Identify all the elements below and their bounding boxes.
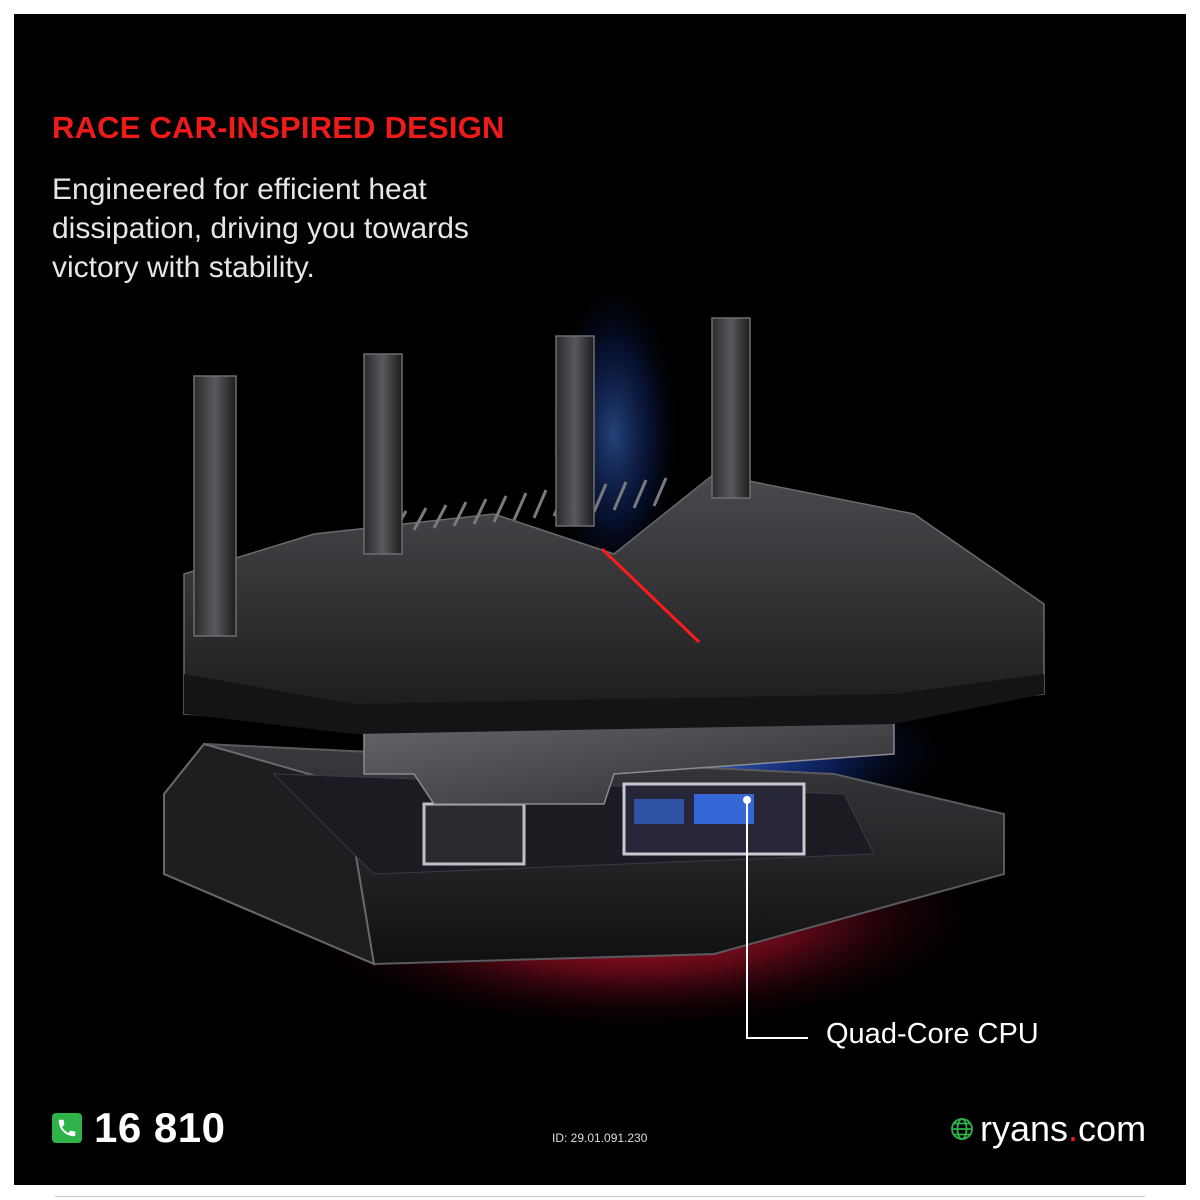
image-id: ID: 29.01.091.230 xyxy=(552,1131,648,1145)
website-link[interactable]: ryans.com xyxy=(950,1108,1146,1150)
router-exploded-illustration: tp-link xyxy=(163,274,1045,1039)
bottom-divider xyxy=(55,1196,1145,1197)
site-name: ryans.com xyxy=(980,1108,1146,1150)
red-accent-stripe xyxy=(600,547,701,644)
phone-icon xyxy=(52,1113,82,1143)
heat-sink-fins xyxy=(372,477,668,535)
site-name-tld: com xyxy=(1078,1108,1147,1149)
site-name-main: ryans xyxy=(980,1108,1069,1149)
globe-icon xyxy=(950,1117,974,1141)
chip-secondary xyxy=(634,799,684,824)
antenna-2 xyxy=(363,353,403,555)
subheadline: Engineered for efficient heat dissipatio… xyxy=(52,173,469,284)
callout-label: Quad-Core CPU xyxy=(826,1018,1039,1050)
antenna-3 xyxy=(555,335,595,527)
site-name-dot: . xyxy=(1068,1108,1079,1149)
board-shield-left xyxy=(422,802,526,866)
hotline[interactable]: 16 810 xyxy=(52,1104,225,1152)
router-shell-edge xyxy=(184,674,1044,734)
callout-leader-line xyxy=(746,800,808,1039)
headline: RACE CAR-INSPIRED DESIGN xyxy=(52,110,505,145)
antenna-1 xyxy=(193,375,237,637)
antenna-4 xyxy=(711,317,751,499)
ad-panel: tp-link xyxy=(14,14,1186,1185)
antennas xyxy=(193,317,751,637)
hotline-number: 16 810 xyxy=(94,1104,226,1151)
